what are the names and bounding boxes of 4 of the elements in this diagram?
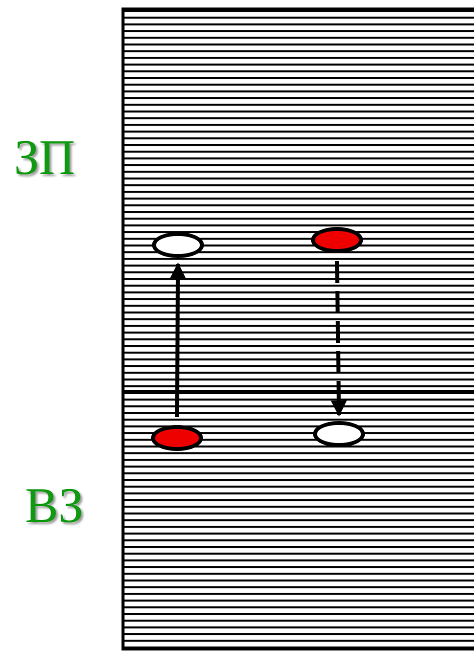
- band-label: ВЗ: [25, 480, 84, 530]
- arrow: [330, 260, 347, 417]
- band-label: ЗП: [14, 132, 76, 182]
- arrow: [170, 262, 186, 418]
